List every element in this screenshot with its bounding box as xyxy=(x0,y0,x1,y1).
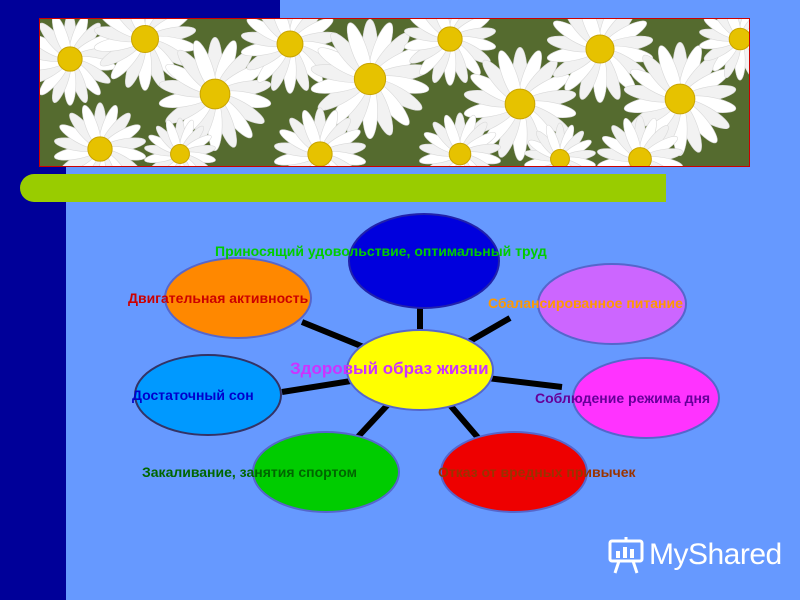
daisy xyxy=(546,19,654,103)
daisy xyxy=(699,19,749,81)
node-sleep xyxy=(134,354,282,436)
label-sport: Закаливание, занятия спортом xyxy=(142,464,357,480)
daisy xyxy=(40,19,116,106)
label-sleep: Достаточный сон xyxy=(132,387,254,403)
daisy-photo-banner xyxy=(39,18,750,167)
daisy xyxy=(54,102,146,166)
daisy xyxy=(274,107,366,166)
myshared-logo: MyShared xyxy=(607,535,782,575)
node-center xyxy=(346,329,494,411)
node-activity xyxy=(164,257,312,339)
daisy xyxy=(419,112,501,166)
label-center: Здоровый образ жизни xyxy=(290,359,489,378)
presentation-board-icon xyxy=(608,537,644,574)
daisy xyxy=(158,37,272,151)
label-work: Приносящий удовольствие, оптимальный тру… xyxy=(215,243,547,259)
daisy xyxy=(310,19,430,140)
accent-bar xyxy=(20,174,666,202)
node-habits xyxy=(440,431,588,513)
node-routine xyxy=(572,357,720,439)
label-habits: Отказ от вредных привычек xyxy=(438,464,636,480)
logo-text: MyShared xyxy=(649,538,782,571)
label-nutrition: Сбалансированное питание xyxy=(488,295,683,311)
label-routine: Соблюдение режима дня xyxy=(535,390,711,406)
daisy xyxy=(524,122,596,166)
top-strip xyxy=(0,0,280,18)
daisy xyxy=(240,19,340,94)
daisy xyxy=(144,117,216,166)
daisy xyxy=(463,47,577,161)
node-nutrition xyxy=(537,263,687,345)
label-activity: Двигательная активность xyxy=(128,290,309,306)
daisy-flowers-image xyxy=(40,19,749,166)
daisy xyxy=(93,19,197,91)
daisy xyxy=(404,19,496,86)
node-work xyxy=(348,213,500,309)
daisy xyxy=(597,115,683,166)
node-sport xyxy=(252,431,400,513)
